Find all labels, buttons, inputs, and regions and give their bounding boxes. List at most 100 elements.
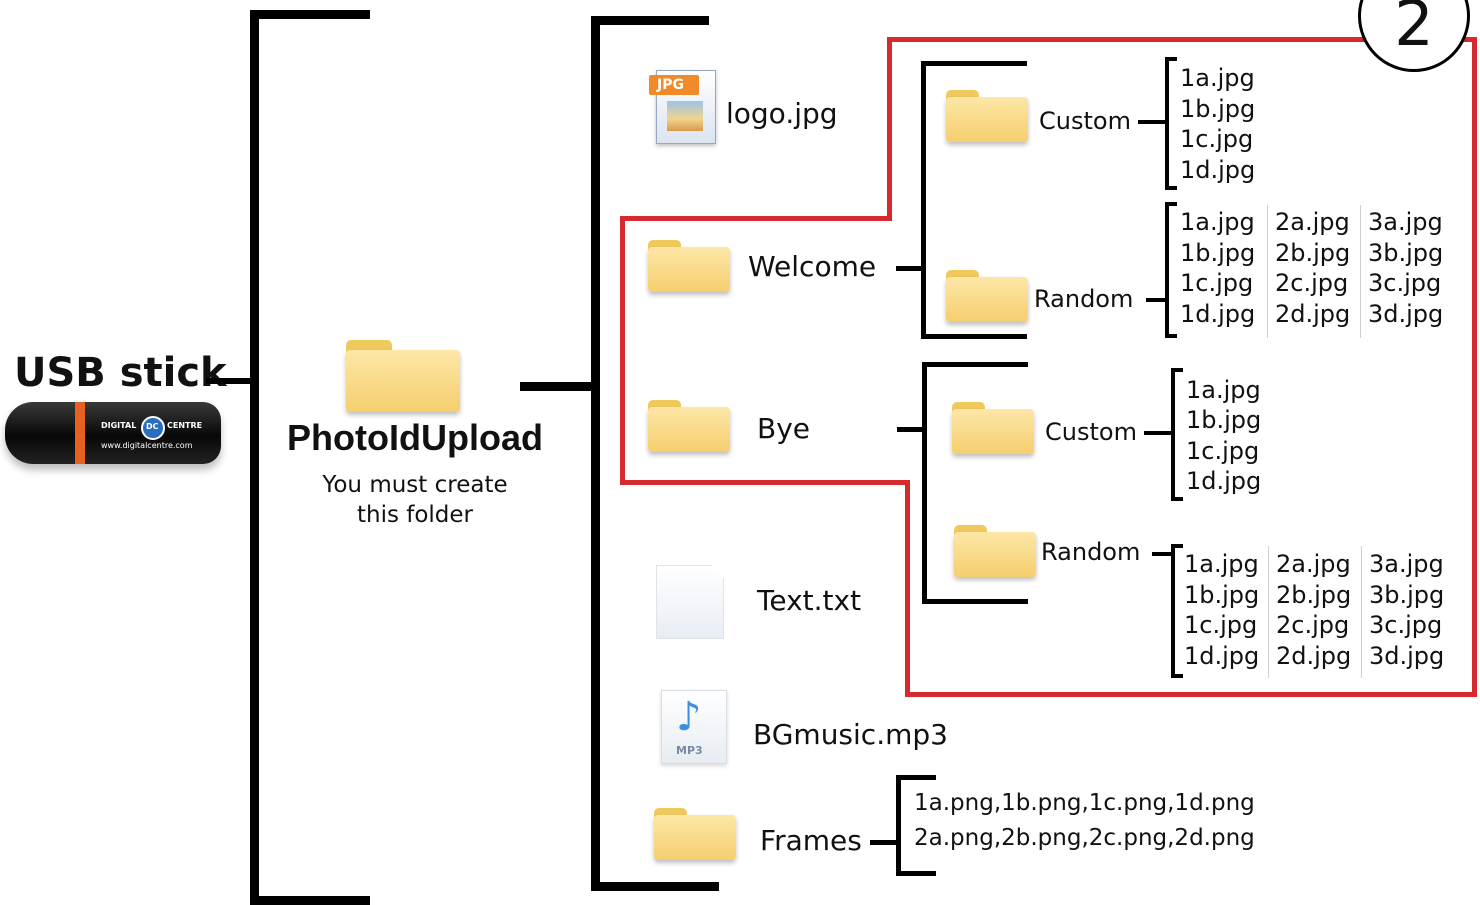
usb-logo-text: DC xyxy=(146,422,159,431)
jpg-badge-text: JPG xyxy=(657,77,684,93)
file-name: 3d.jpg xyxy=(1368,300,1444,328)
jpg-badge: JPG xyxy=(649,75,699,95)
welcome-random-bracket-b xyxy=(1165,334,1177,338)
welcome-random-folder-icon xyxy=(946,270,1028,322)
welcome-random-label: Random xyxy=(1034,285,1134,313)
bye-random-bracket-v xyxy=(1171,544,1175,678)
bye-bracket-bottom xyxy=(922,599,1028,604)
highlight-mid-bottom xyxy=(620,480,910,485)
file-name: 2d.jpg xyxy=(1276,642,1352,670)
welcome-custom-connector xyxy=(1138,120,1168,124)
bye-custom-folder-icon xyxy=(952,402,1034,454)
bracket-1-bottom xyxy=(250,896,370,905)
file-name: 1d.jpg xyxy=(1186,467,1262,495)
file-name: 2b.jpg xyxy=(1276,581,1352,609)
file-name: 2a.jpg xyxy=(1276,550,1351,578)
bye-custom-bracket-b xyxy=(1171,497,1183,501)
usb-logo-icon: DC xyxy=(141,416,165,440)
bye-random-label: Random xyxy=(1041,538,1141,566)
root-folder-name: PhotoIdUpload xyxy=(287,417,543,458)
bye-bracket-vertical xyxy=(922,362,927,604)
file-logo-jpg: logo.jpg xyxy=(726,97,838,130)
file-bgmusic-mp3: BGmusic.mp3 xyxy=(753,718,948,751)
photoidupload-folder-icon xyxy=(346,340,460,412)
step-badge-number: 2 xyxy=(1394,0,1434,60)
file-name: 2c.jpg xyxy=(1276,611,1350,639)
welcome-custom-label: Custom xyxy=(1039,107,1131,135)
file-name: 2d.jpg xyxy=(1275,300,1351,328)
file-name: 3a.jpg xyxy=(1368,208,1443,236)
bye-folder-icon xyxy=(648,400,730,452)
usb-brand-text: DIGITAL xyxy=(101,421,137,430)
bracket-1-vertical xyxy=(250,10,259,905)
file-name: 2a.jpg xyxy=(1275,208,1350,236)
file-name: 3b.jpg xyxy=(1369,581,1445,609)
welcome-bracket-top xyxy=(921,61,1027,66)
file-name: 1b.jpg xyxy=(1180,95,1256,123)
bye-bracket-top xyxy=(922,362,1028,367)
bye-connector xyxy=(897,427,925,432)
welcome-random-bracket-v xyxy=(1165,202,1169,338)
file-name: 1a.jpg xyxy=(1180,208,1255,236)
usb-orange-band xyxy=(75,402,85,464)
highlight-left xyxy=(620,216,625,485)
bye-custom-bracket-v xyxy=(1171,368,1175,501)
highlight-left-lower xyxy=(905,480,910,697)
file-name: 3b.jpg xyxy=(1368,239,1444,267)
bye-custom-label: Custom xyxy=(1045,418,1137,446)
highlight-left-upper xyxy=(887,37,892,221)
frames-folder-icon xyxy=(654,808,736,860)
text-file-icon xyxy=(656,565,724,639)
file-name: 1b.jpg xyxy=(1184,581,1260,609)
file-name: 3d.jpg xyxy=(1369,642,1445,670)
bye-random-folder-icon xyxy=(954,525,1036,577)
file-name: 1a.jpg xyxy=(1180,64,1255,92)
welcome-random-connector xyxy=(1146,298,1168,302)
usb-stick-label: USB stick xyxy=(14,350,227,396)
frames-files-line-1: 1a.png,1b.png,1c.png,1d.png xyxy=(914,790,1255,816)
frames-bracket-vertical xyxy=(896,775,901,876)
file-name: 1a.jpg xyxy=(1184,550,1259,578)
file-name: 1d.jpg xyxy=(1184,642,1260,670)
file-name: 1c.jpg xyxy=(1180,269,1254,297)
jpg-file-icon: JPG xyxy=(649,70,716,144)
file-name: 1c.jpg xyxy=(1180,125,1254,153)
root-folder-note-1: You must create xyxy=(322,472,508,498)
usb-brand-text-2: CENTRE xyxy=(167,421,203,430)
column-divider xyxy=(1267,205,1268,338)
file-name: 3a.jpg xyxy=(1369,550,1444,578)
bracket-1-top xyxy=(250,10,370,19)
welcome-custom-bracket-b xyxy=(1165,186,1177,190)
folder-bye: Bye xyxy=(757,412,811,445)
welcome-custom-bracket-t xyxy=(1165,57,1177,61)
frames-connector xyxy=(870,840,900,845)
highlight-right xyxy=(1472,37,1477,697)
file-text-txt: Text.txt xyxy=(757,584,862,617)
welcome-custom-bracket-v xyxy=(1165,57,1169,190)
folder-frames: Frames xyxy=(760,824,862,857)
file-name: 1b.jpg xyxy=(1180,239,1256,267)
bracket-2-bottom xyxy=(591,882,719,891)
root-connector-line xyxy=(520,382,596,391)
mp3-file-icon: ♪ MP3 xyxy=(661,690,727,764)
frames-bracket-bottom xyxy=(896,871,936,876)
welcome-connector xyxy=(896,266,924,271)
frames-files-line-2: 2a.png,2b.png,2c.png,2d.png xyxy=(914,825,1255,851)
file-name: 1a.jpg xyxy=(1186,376,1261,404)
mp3-label: MP3 xyxy=(676,744,703,757)
file-name: 1c.jpg xyxy=(1186,437,1260,465)
bye-random-connector xyxy=(1152,552,1174,556)
bracket-2-vertical xyxy=(591,16,600,890)
welcome-bracket-vertical xyxy=(921,61,926,339)
highlight-mid-top xyxy=(620,216,892,221)
file-name: 3c.jpg xyxy=(1368,269,1442,297)
welcome-bracket-bottom xyxy=(921,334,1027,339)
welcome-custom-folder-icon xyxy=(946,90,1028,142)
usb-stick-image: DIGITAL DC CENTRE www.digitalcentre.com xyxy=(5,402,221,464)
root-folder-note-2: this folder xyxy=(356,502,474,528)
bye-random-bracket-t xyxy=(1171,544,1183,548)
column-divider xyxy=(1268,546,1269,678)
music-note-icon: ♪ xyxy=(676,694,702,740)
highlight-top xyxy=(887,37,1477,42)
step-badge: 2 xyxy=(1358,0,1470,72)
